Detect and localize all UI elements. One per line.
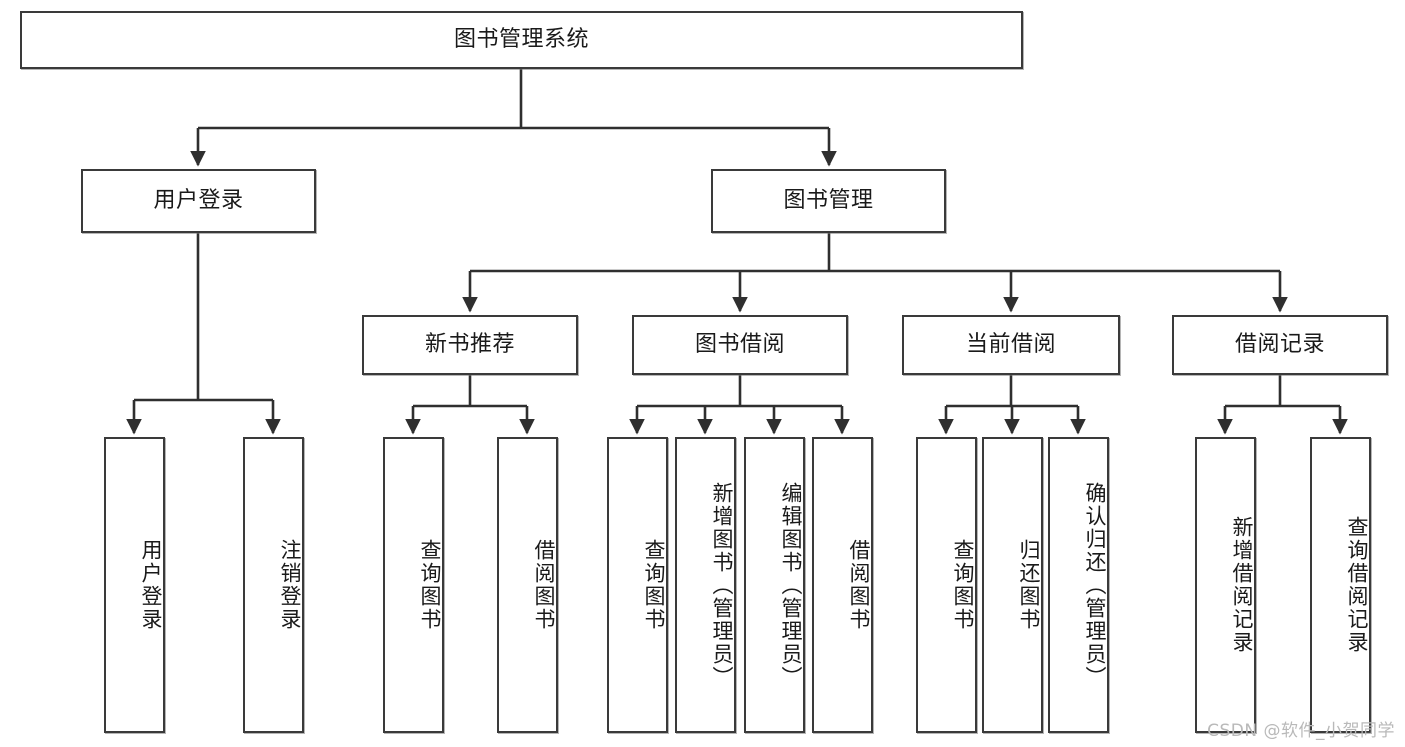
node-book-borrow-label: 图书借阅 <box>694 331 785 357</box>
node-leaf-borrow-book-2[interactable]: 借阅图书 <box>812 437 873 733</box>
node-leaf-query-book-3-label: 查询图书 <box>951 539 975 631</box>
node-current-borrow[interactable]: 当前借阅 <box>902 315 1120 375</box>
node-leaf-confirm-return[interactable]: 确认归还（管理员） <box>1048 437 1109 733</box>
node-root[interactable]: 图书管理系统 <box>20 11 1023 69</box>
node-leaf-borrow-book-1-label: 借阅图书 <box>532 539 556 631</box>
node-leaf-return-book[interactable]: 归还图书 <box>982 437 1043 733</box>
node-borrow-record[interactable]: 借阅记录 <box>1172 315 1388 375</box>
node-current-borrow-label: 当前借阅 <box>965 331 1056 357</box>
node-borrow-record-label: 借阅记录 <box>1234 331 1325 357</box>
node-leaf-query-record[interactable]: 查询借阅记录 <box>1310 437 1371 733</box>
node-root-label: 图书管理系统 <box>453 26 589 52</box>
node-new-book-recommend[interactable]: 新书推荐 <box>362 315 578 375</box>
node-user-login-label: 用户登录 <box>153 187 244 213</box>
node-book-manage-label: 图书管理 <box>783 187 874 213</box>
node-leaf-add-book[interactable]: 新增图书（管理员） <box>675 437 736 733</box>
node-leaf-user-logout[interactable]: 注销登录 <box>243 437 304 733</box>
node-leaf-add-record-label: 新增借阅记录 <box>1230 516 1254 654</box>
node-leaf-query-book-1[interactable]: 查询图书 <box>383 437 444 733</box>
node-book-manage[interactable]: 图书管理 <box>711 169 946 233</box>
node-leaf-user-login-label: 用户登录 <box>139 539 163 631</box>
node-leaf-query-record-label: 查询借阅记录 <box>1345 516 1369 654</box>
node-leaf-edit-book-label: 编辑图书（管理员） <box>779 481 803 689</box>
csdn-watermark: CSDN @软件_小贺同学 <box>1207 721 1395 741</box>
node-leaf-add-book-label: 新增图书（管理员） <box>710 481 734 689</box>
node-leaf-query-book-2[interactable]: 查询图书 <box>607 437 668 733</box>
node-leaf-confirm-return-label: 确认归还（管理员） <box>1083 481 1107 689</box>
node-new-book-recommend-label: 新书推荐 <box>424 331 515 357</box>
node-leaf-return-book-label: 归还图书 <box>1017 539 1041 631</box>
node-leaf-user-login[interactable]: 用户登录 <box>104 437 165 733</box>
node-leaf-query-book-2-label: 查询图书 <box>642 539 666 631</box>
node-leaf-add-record[interactable]: 新增借阅记录 <box>1195 437 1256 733</box>
node-leaf-query-book-1-label: 查询图书 <box>418 539 442 631</box>
node-leaf-edit-book[interactable]: 编辑图书（管理员） <box>744 437 805 733</box>
node-leaf-borrow-book-2-label: 借阅图书 <box>847 539 871 631</box>
node-user-login[interactable]: 用户登录 <box>81 169 316 233</box>
node-leaf-user-logout-label: 注销登录 <box>278 539 302 631</box>
node-book-borrow[interactable]: 图书借阅 <box>632 315 848 375</box>
node-leaf-query-book-3[interactable]: 查询图书 <box>916 437 977 733</box>
node-leaf-borrow-book-1[interactable]: 借阅图书 <box>497 437 558 733</box>
